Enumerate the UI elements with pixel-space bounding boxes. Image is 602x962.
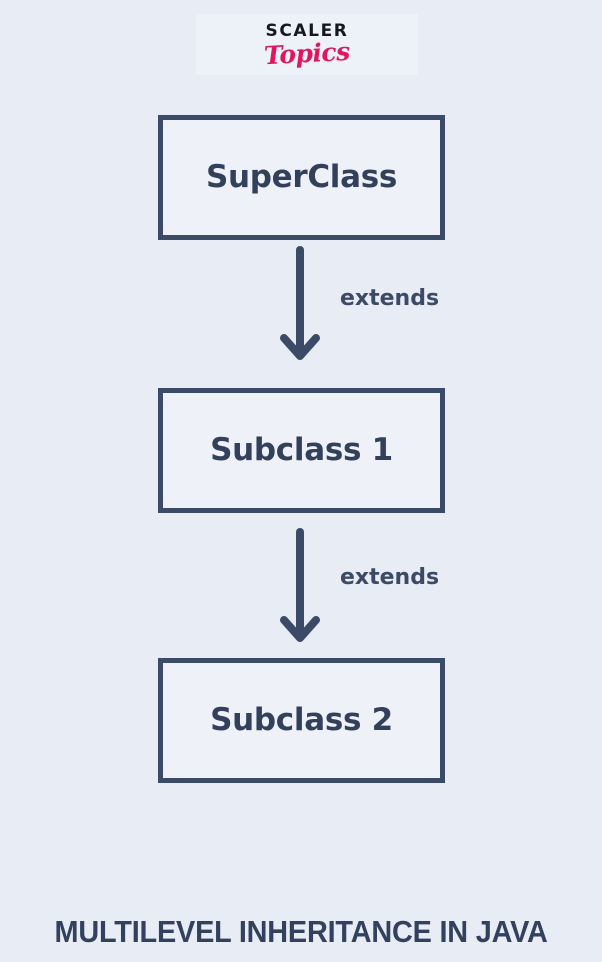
- logo-wordmark-topics: Topics: [263, 36, 351, 71]
- logo-wordmark-scaler: SCALER: [265, 21, 349, 41]
- node-subclass2-label: Subclass 2: [210, 702, 393, 738]
- diagram-title: MULTILEVEL INHERITANCE IN JAVA: [54, 913, 548, 949]
- node-subclass1: Subclass 1: [158, 388, 445, 513]
- node-superclass-label: SuperClass: [205, 159, 398, 195]
- edge-label-extends-1: extends: [340, 286, 440, 311]
- arrow-superclass-to-subclass1: [280, 246, 320, 360]
- node-superclass: SuperClass: [158, 115, 445, 240]
- node-subclass2: Subclass 2: [158, 658, 445, 783]
- node-subclass1-label: Subclass 1: [210, 432, 393, 468]
- arrow-subclass1-to-subclass2: [280, 528, 320, 642]
- scaler-topics-logo: SCALER Topics: [196, 14, 418, 75]
- edge-label-extends-2: extends: [340, 565, 440, 590]
- footer-caption-bar: MULTILEVEL INHERITANCE IN JAVA: [0, 900, 602, 962]
